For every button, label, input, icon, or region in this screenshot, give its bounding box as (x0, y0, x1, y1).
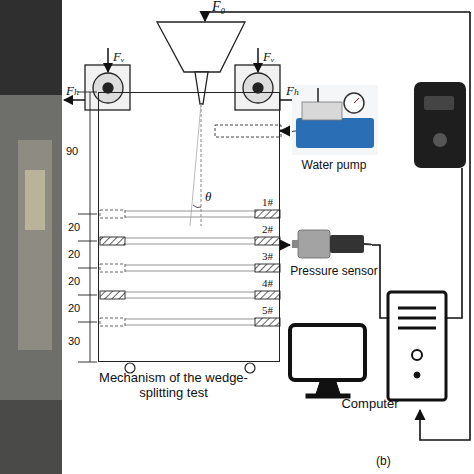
node-label: Water pump (284, 159, 384, 173)
force-label: Fₕ (286, 84, 300, 97)
panel-label: (b) (376, 455, 391, 467)
water-inlet (215, 125, 281, 137)
hole-number: 4# (262, 278, 273, 289)
force-label: Fᵥ (263, 50, 275, 63)
angle-arc (193, 205, 201, 208)
hole-number: 5# (262, 305, 273, 316)
controller-device (414, 82, 466, 168)
node-label: Pressure sensor (284, 265, 384, 279)
node-label: Computer (285, 397, 455, 412)
computer-icon (290, 292, 446, 400)
force-label: Fₕ (66, 84, 80, 97)
specimen-box: Mechanism of the wedge-splitting test (98, 92, 280, 362)
connector-arrow (280, 244, 290, 246)
computer: Computer (285, 285, 455, 415)
pressure-holes (100, 210, 280, 326)
dimension-label: 90 (66, 146, 78, 157)
dimension-line (78, 92, 97, 362)
dimension-label: 30 (68, 336, 80, 347)
dimension-label: 20 (68, 303, 80, 314)
water-pump: Water pump (290, 85, 378, 175)
angle-label: θ (205, 190, 211, 203)
bearing (85, 65, 280, 110)
pressure-sensor-photo (292, 230, 372, 258)
water-pump-photo (292, 85, 378, 155)
node-label: Mechanism of the wedge-splitting test (91, 371, 256, 401)
hole-number: 3# (262, 251, 273, 262)
hole-number: 2# (262, 224, 273, 235)
dimension-label: 20 (68, 249, 80, 260)
crack-line (201, 104, 202, 226)
dimension-label: 20 (68, 222, 80, 233)
dimension-label: 20 (68, 276, 80, 287)
force-label: F₀ (212, 0, 225, 14)
photo-strip (0, 0, 62, 474)
hole-number: 1# (262, 197, 273, 208)
pressure-sensor: Pressure sensor (290, 215, 375, 280)
crack-angle-line (190, 104, 201, 226)
force-label: Fᵥ (113, 50, 125, 63)
connector-arrow (280, 130, 290, 132)
